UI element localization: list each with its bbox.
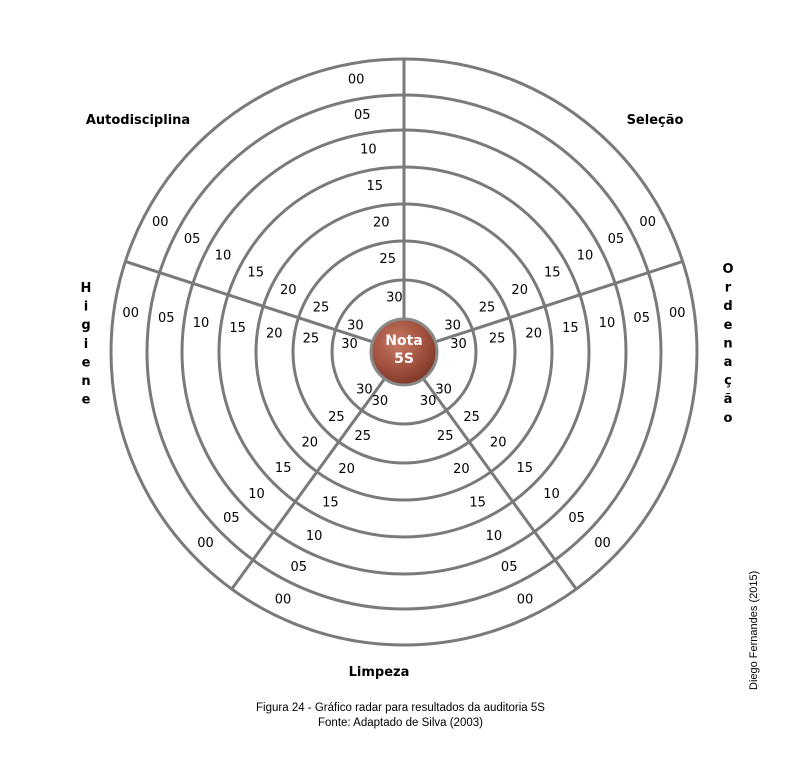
scale-tick-label: 05 <box>158 311 175 326</box>
scale-tick-label: 05 <box>184 232 201 247</box>
scale-tick-label: 10 <box>599 316 616 331</box>
radar-spoke <box>230 377 386 590</box>
scale-tick-label: 00 <box>639 215 656 230</box>
scale-tick-label: 30 <box>356 383 373 398</box>
axis-label-letter: ç <box>724 374 732 389</box>
scale-tick-label: 10 <box>543 487 560 502</box>
scale-tick-label: 15 <box>247 266 264 281</box>
axis-label-letter: n <box>81 374 90 389</box>
radar-spokes <box>124 59 684 590</box>
scale-tick-label: 25 <box>379 252 396 267</box>
scale-tick-label: 20 <box>490 436 507 451</box>
scale-tick-label: 25 <box>463 410 480 425</box>
radar-spoke <box>434 260 684 344</box>
axis-label-limpeza: Limpeza <box>349 665 410 680</box>
scale-tick-label: 15 <box>562 321 579 336</box>
scale-tick-label: 05 <box>608 232 625 247</box>
axis-label-letter: r <box>725 281 732 296</box>
scale-tick-label: 05 <box>291 560 308 575</box>
scale-tick-label: 00 <box>152 215 169 230</box>
axis-label-letter: n <box>723 336 732 351</box>
axis-label-letter: a <box>724 355 733 370</box>
figure-source: Fonte: Adaptado de Silva (2003) <box>318 717 483 729</box>
scale-tick-labels: 00 05 10 15 20 25 30 00 05 10 15 20 25 30 00 05 10 15 20 25… <box>122 73 685 608</box>
scale-tick-label: 20 <box>280 283 297 298</box>
scale-tick-label: 20 <box>525 326 542 341</box>
figure-caption: Figura 24 - Gráfico radar para resultado… <box>256 702 545 714</box>
scale-tick-label: 00 <box>517 593 534 608</box>
scale-tick-label: 20 <box>511 283 528 298</box>
axis-label-letter: i <box>84 300 88 315</box>
center-label-line1: Nota <box>385 333 422 349</box>
scale-tick-label: 25 <box>303 331 320 346</box>
radar-diagram: 00 05 10 15 20 25 30 00 05 10 15 20 25 30 00 05 10 15 20 25… <box>81 57 734 680</box>
scale-tick-label: 25 <box>328 410 345 425</box>
scale-tick-label: 00 <box>348 73 365 88</box>
radar-spoke <box>422 377 578 590</box>
scale-tick-label: 15 <box>367 179 384 194</box>
scale-tick-label: 00 <box>275 593 292 608</box>
scale-tick-label: 15 <box>517 461 534 476</box>
scale-tick-label: 30 <box>341 337 358 352</box>
scale-tick-label: 20 <box>338 462 355 477</box>
scale-tick-label: 05 <box>568 511 585 526</box>
center-circle <box>369 317 439 387</box>
scale-tick-label: 25 <box>479 300 496 315</box>
scale-tick-label: 30 <box>386 290 403 305</box>
axis-label-letter: ã <box>724 392 733 407</box>
axis-label-letter: e <box>724 318 733 333</box>
axis-label-letter: e <box>82 393 91 408</box>
scale-tick-label: 05 <box>354 108 371 123</box>
scale-tick-label: 15 <box>469 496 486 511</box>
radar-spoke <box>124 260 374 344</box>
scale-tick-label: 00 <box>122 306 139 321</box>
scale-tick-label: 05 <box>633 311 650 326</box>
scale-tick-label: 10 <box>193 316 210 331</box>
scale-tick-label: 20 <box>302 436 319 451</box>
scale-tick-label: 00 <box>197 536 214 551</box>
scale-tick-label: 30 <box>450 337 467 352</box>
axis-label-selecao: Seleção <box>627 113 684 128</box>
axis-label-letter: O <box>722 262 733 277</box>
scale-tick-label: 15 <box>322 496 339 511</box>
axis-label-letter: o <box>724 411 733 426</box>
scale-tick-label: 30 <box>420 394 437 409</box>
scale-tick-label: 00 <box>669 306 686 321</box>
scale-tick-label: 25 <box>355 429 372 444</box>
scale-tick-label: 10 <box>577 248 594 263</box>
scale-tick-label: 20 <box>266 326 283 341</box>
scale-tick-label: 10 <box>215 248 232 263</box>
scale-tick-label: 30 <box>347 319 364 334</box>
scale-tick-label: 30 <box>444 319 461 334</box>
image-credit: Diego Fernandes (2015) <box>748 570 760 690</box>
axis-label-letter: i <box>84 337 88 352</box>
scale-tick-label: 25 <box>437 429 454 444</box>
scale-tick-label: 05 <box>223 511 240 526</box>
scale-tick-label: 05 <box>501 560 518 575</box>
axis-label-autodisciplina: Autodisciplina <box>86 113 190 128</box>
scale-tick-label: 10 <box>360 143 377 158</box>
scale-tick-label: 30 <box>435 383 452 398</box>
scale-tick-label: 25 <box>313 300 330 315</box>
scale-tick-label: 15 <box>229 321 246 336</box>
scale-tick-label: 10 <box>306 529 323 544</box>
scale-tick-label: 30 <box>372 394 389 409</box>
axis-label-letter: e <box>82 355 91 370</box>
scale-tick-label: 10 <box>486 529 503 544</box>
axis-label-letter: d <box>723 299 732 314</box>
scale-tick-label: 20 <box>373 216 390 231</box>
scale-tick-label: 25 <box>489 331 506 346</box>
scale-tick-label: 15 <box>544 266 561 281</box>
scale-tick-label: 15 <box>275 461 292 476</box>
scale-tick-label: 00 <box>594 536 611 551</box>
scale-tick-label: 20 <box>453 462 470 477</box>
scale-tick-label: 10 <box>248 487 265 502</box>
center-badge: Nota 5S <box>369 317 439 387</box>
center-label-line2: 5S <box>394 351 414 367</box>
axis-label-letter: g <box>81 318 90 333</box>
axis-label-letter: H <box>81 281 92 296</box>
